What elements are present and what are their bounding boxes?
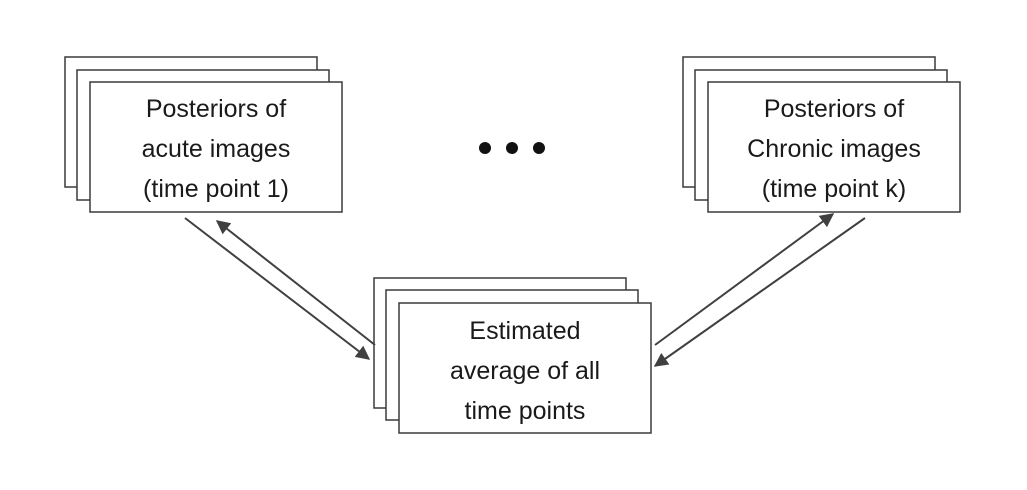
- acute-stack: Posteriors of acute images (time point 1…: [64, 56, 343, 213]
- ellipsis-dot-1: [479, 142, 491, 154]
- ellipsis: [479, 142, 545, 154]
- acute-front-card: [89, 81, 343, 213]
- average-stack: Estimated average of all time points: [373, 277, 652, 434]
- arrow-average-to-chronic: [654, 213, 835, 346]
- average-label-line-1: Estimated: [469, 317, 580, 345]
- acute-label-line-3: (time point 1): [143, 175, 289, 203]
- arrow-acute-to-average: [184, 217, 371, 360]
- chronic-label-line-1: Posteriors of: [764, 95, 904, 123]
- chronic-front-card: [707, 81, 961, 213]
- average-label-line-3: time points: [465, 397, 586, 425]
- chronic-stack: Posteriors of Chronic images (time point…: [682, 56, 961, 213]
- average-front-card: [398, 302, 652, 434]
- average-label-line-2: average of all: [450, 357, 600, 385]
- chronic-label-line-3: (time point k): [762, 175, 906, 203]
- acute-label-line-1: Posteriors of: [146, 95, 286, 123]
- arrow-average-to-acute: [215, 220, 376, 346]
- ellipsis-dot-3: [533, 142, 545, 154]
- chronic-label-line-2: Chronic images: [747, 135, 921, 163]
- acute-label-line-2: acute images: [142, 135, 291, 163]
- ellipsis-dot-2: [506, 142, 518, 154]
- arrow-chronic-to-average: [653, 217, 866, 367]
